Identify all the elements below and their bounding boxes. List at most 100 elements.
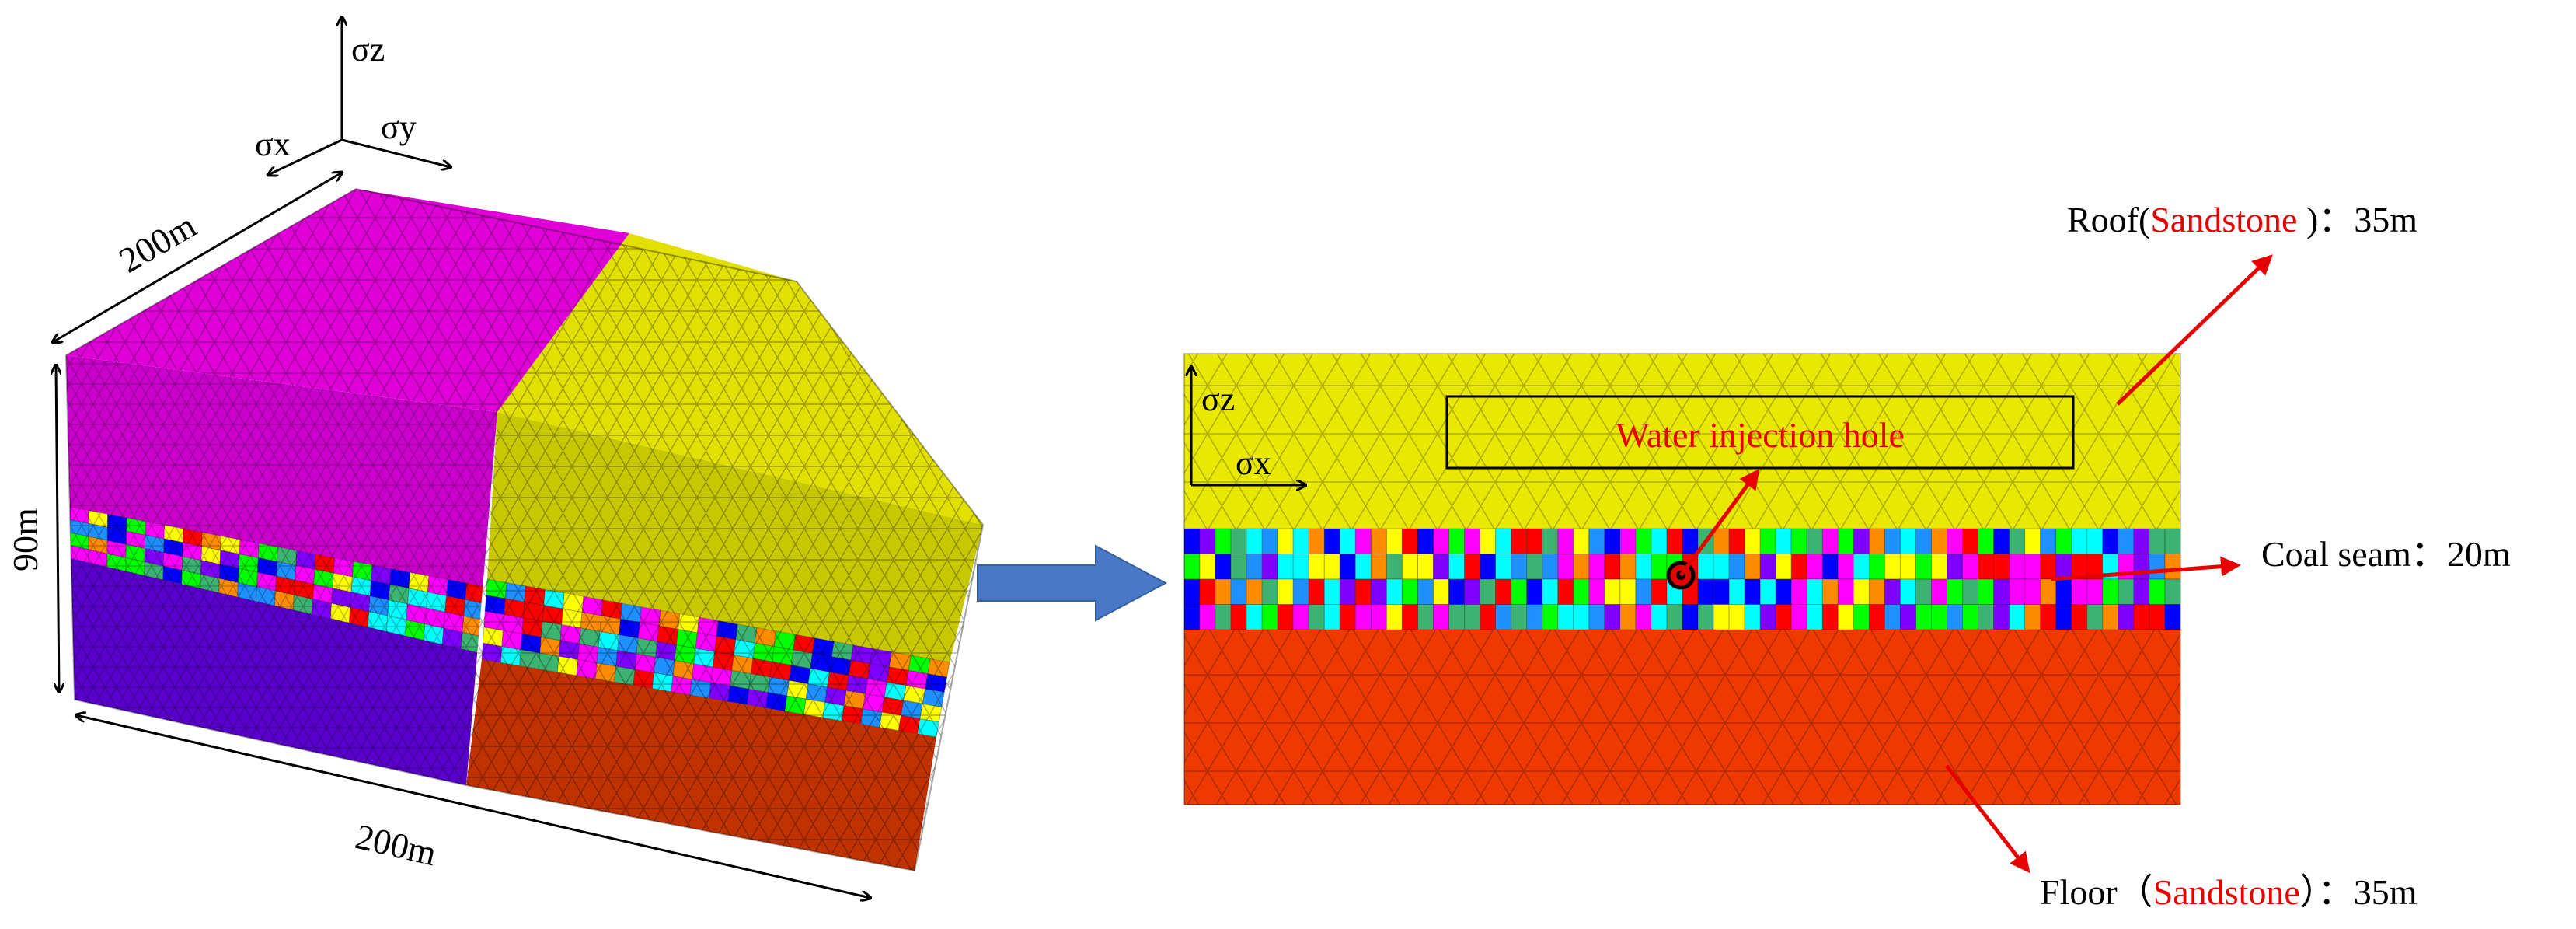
- coal-cell: [2086, 604, 2104, 630]
- coal-cell: [1354, 578, 1372, 605]
- roof-annotation: Roof(Sandstone )：35m: [2067, 200, 2417, 239]
- coal-cell: [2133, 604, 2150, 630]
- coal-cell: [2164, 528, 2180, 554]
- coal-cell: [1790, 578, 1807, 605]
- coal-cell: [2149, 528, 2166, 554]
- coal-cell: [1947, 528, 1964, 554]
- coal-cell: [1759, 528, 1776, 554]
- coal-cell: [1853, 604, 1870, 630]
- coal-cell: [1635, 604, 1652, 630]
- coal-cell: [2071, 578, 2088, 605]
- coal-cell: [1246, 554, 1263, 580]
- floor-annotation: Floor（Sandstone）：35m: [2040, 872, 2417, 912]
- coal-cell: [1464, 528, 1481, 554]
- coal-cell: [1184, 578, 1201, 605]
- coal-cell: [1370, 554, 1387, 580]
- coal-cell: [1542, 578, 1559, 605]
- coal-cell: [1495, 604, 1512, 630]
- coal-cell: [2055, 554, 2072, 580]
- roof-mesh: [1184, 354, 2180, 529]
- coal-cell: [2102, 604, 2119, 630]
- coal-cell: [1682, 528, 1699, 554]
- coal-cell: [1604, 578, 1621, 605]
- coal-cell: [1947, 578, 1964, 605]
- coal-cell: [1884, 554, 1901, 580]
- coal-cell: [1728, 578, 1745, 605]
- coal-cell: [2024, 604, 2041, 630]
- coal-cell: [1495, 578, 1512, 605]
- coal-cell: [1199, 554, 1216, 580]
- dim-label-width: 200m: [352, 816, 441, 873]
- coal-cell: [1386, 528, 1403, 554]
- axes-right: [1191, 367, 1305, 485]
- coal-cell: [1448, 578, 1466, 605]
- coal-cell: [2055, 578, 2072, 605]
- coal-cell: [1573, 528, 1590, 554]
- coal-cell: [1853, 528, 1870, 554]
- coal-cell: [1542, 554, 1559, 580]
- coal-cell: [1853, 554, 1870, 580]
- coal-cell: [1837, 528, 1854, 554]
- coal-cell: [1651, 528, 1668, 554]
- coal-cell: [1261, 554, 1278, 580]
- coal-cell: [1277, 554, 1294, 580]
- coal-cell: [1526, 528, 1543, 554]
- coal-cell: [1308, 554, 1325, 580]
- coal-cell: [1511, 528, 1528, 554]
- coal-cell: [1697, 554, 1714, 580]
- coal-cell: [1962, 528, 1979, 554]
- coal-cell: [1480, 554, 1497, 580]
- coal-cell: [1978, 528, 1995, 554]
- coal-cell: [1635, 578, 1652, 605]
- coal-cell: [1511, 604, 1528, 630]
- coal-cell: [1978, 554, 1995, 580]
- coal-cell: [1697, 578, 1714, 605]
- coal-cell: [1401, 554, 1418, 580]
- coal-cell: [1464, 604, 1481, 630]
- coal-cell: [1370, 578, 1387, 605]
- coal-cell: [1899, 604, 1916, 630]
- coal-cell: [1588, 578, 1605, 605]
- coal-cell: [1354, 604, 1372, 630]
- coal-cell: [1184, 528, 1201, 554]
- coal-cell: [1277, 578, 1294, 605]
- roof-annotation-prefix: Roof(: [2067, 200, 2150, 239]
- coal-cell: [2024, 528, 2041, 554]
- coal-cell: [1744, 604, 1761, 630]
- coal-cell: [1433, 578, 1449, 605]
- coal-cell: [2024, 578, 2041, 605]
- coal-cell: [2086, 578, 2104, 605]
- coal-cell: [1759, 604, 1776, 630]
- coal-cell: [1339, 578, 1356, 605]
- section-axis-label-z: σz: [1201, 380, 1235, 418]
- coal-cell: [1292, 528, 1309, 554]
- roof-callout-arrow: [2116, 254, 2273, 406]
- coal-cell: [1993, 528, 2010, 554]
- coal-cell: [1323, 528, 1340, 554]
- coal-cell: [1511, 554, 1528, 580]
- floor-mesh: [1184, 630, 2180, 805]
- coal-cell: [1230, 528, 1247, 554]
- coal-cell: [1573, 604, 1590, 630]
- coal-cell: [1931, 604, 1947, 630]
- coal-cell: [1993, 578, 2010, 605]
- coal-cell: [1915, 604, 1932, 630]
- coal-cell: [1806, 578, 1823, 605]
- coal-cell: [1931, 554, 1947, 580]
- coal-cell: [1728, 604, 1745, 630]
- coal-cell: [1915, 578, 1932, 605]
- coal-cell: [1480, 578, 1497, 605]
- coal-cell: [1837, 578, 1854, 605]
- coal-cell: [1744, 554, 1761, 580]
- y-axis-arrow: [341, 138, 451, 167]
- coal-cell: [1448, 604, 1466, 630]
- coal-cell: [1713, 528, 1730, 554]
- coal-cell: [2055, 604, 2072, 630]
- coal-cell: [1868, 578, 1885, 605]
- coal-cell: [1713, 604, 1730, 630]
- coal-cell: [1931, 528, 1947, 554]
- front-mesh: [66, 355, 497, 785]
- coal-cell: [2024, 554, 2041, 580]
- coal-cell: [1588, 554, 1605, 580]
- coal-cell: [2071, 604, 2088, 630]
